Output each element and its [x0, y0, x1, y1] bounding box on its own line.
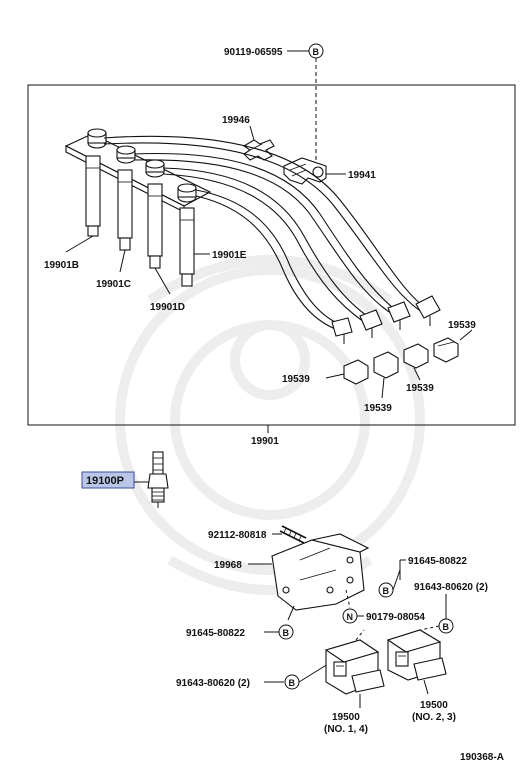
- label-spark-plug[interactable]: 19100P: [86, 475, 124, 487]
- label-coil-no-1-4[interactable]: (NO. 1, 4): [324, 724, 368, 735]
- label-grommet-right[interactable]: 19539: [448, 320, 476, 331]
- boot-cap-4: [177, 183, 197, 203]
- spark-plug[interactable]: [147, 451, 169, 508]
- boot-cap-3: [145, 159, 165, 178]
- ignition-wires: [103, 135, 429, 331]
- label-bolt-91643-right[interactable]: 91643-80620 (2): [414, 582, 488, 593]
- label-grommet-bottom[interactable]: 19539: [364, 403, 392, 414]
- spark-plug-highlight[interactable]: [81, 471, 135, 489]
- label-nut-90179[interactable]: 90179-08054: [366, 612, 425, 623]
- plug-tube-e[interactable]: [179, 207, 195, 287]
- wire-terminal-1: [415, 295, 441, 326]
- svg-text:B: B: [443, 622, 450, 632]
- stud-bolt-92112[interactable]: [279, 525, 307, 544]
- plug-tube-d[interactable]: [147, 183, 163, 269]
- label-clamp-19946[interactable]: 19946: [222, 115, 250, 126]
- marker-b-left-1: B: [278, 624, 294, 640]
- svg-text:B: B: [289, 678, 296, 688]
- label-cord-set-19901[interactable]: 19901: [251, 436, 279, 447]
- label-clamp-19941[interactable]: 19941: [348, 170, 376, 181]
- svg-text:B: B: [313, 47, 320, 57]
- clamp-19941[interactable]: [283, 157, 327, 185]
- label-bolt-91645-left[interactable]: 91645-80822: [186, 628, 245, 639]
- grommet-19539-mid[interactable]: [373, 351, 399, 379]
- label-grommet-left[interactable]: 19539: [282, 374, 310, 385]
- svg-text:N: N: [347, 612, 354, 622]
- plug-tube-c[interactable]: [117, 169, 133, 251]
- wire-terminal-4: [331, 317, 353, 344]
- label-coil-19500-a[interactable]: 19500: [332, 712, 360, 723]
- ignition-coil-no-2-3[interactable]: [386, 629, 447, 695]
- coil-bracket-19968[interactable]: [271, 533, 370, 621]
- wire-terminal-2: [387, 301, 411, 330]
- boot-cap-1: [87, 128, 107, 149]
- label-cord-19901d[interactable]: 19901D: [150, 302, 185, 313]
- diagram-id: 190368-A: [460, 752, 504, 763]
- svg-text:B: B: [283, 628, 290, 638]
- label-coil-no-2-3[interactable]: (NO. 2, 3): [412, 712, 456, 723]
- boot-cap-2: [116, 145, 136, 164]
- cord-set-frame: [27, 84, 516, 426]
- label-grommet-mid[interactable]: 19539: [406, 383, 434, 394]
- ignition-coil-no-1-4[interactable]: [324, 639, 385, 708]
- plug-tube-b[interactable]: [85, 155, 101, 237]
- wire-terminal-3: [359, 309, 383, 338]
- grommet-19539-right[interactable]: [433, 337, 459, 363]
- label-bolt-91645-right[interactable]: 91645-80822: [408, 556, 467, 567]
- marker-b-right-2: B: [438, 618, 454, 634]
- label-bolt-91643-left[interactable]: 91643-80620 (2): [176, 678, 250, 689]
- grommet-19539-mid-right[interactable]: [403, 343, 429, 369]
- grommet-19539-left[interactable]: [343, 359, 369, 385]
- label-cord-19901e[interactable]: 19901E: [212, 250, 247, 261]
- label-coil-19500-b[interactable]: 19500: [420, 700, 448, 711]
- marker-b-right-1: B: [378, 582, 394, 598]
- marker-n: N: [342, 608, 358, 624]
- label-cord-19901c[interactable]: 19901C: [96, 279, 131, 290]
- label-bolt-92112[interactable]: 92112-80818: [208, 530, 267, 541]
- label-cord-19901b[interactable]: 19901B: [44, 260, 79, 271]
- label-bracket-19968[interactable]: 19968: [214, 560, 242, 571]
- marker-b-left-2: B: [284, 674, 300, 690]
- label-bolt-90119[interactable]: 90119-06595: [224, 47, 283, 58]
- marker-b-top: B: [308, 43, 324, 59]
- svg-text:B: B: [383, 586, 390, 596]
